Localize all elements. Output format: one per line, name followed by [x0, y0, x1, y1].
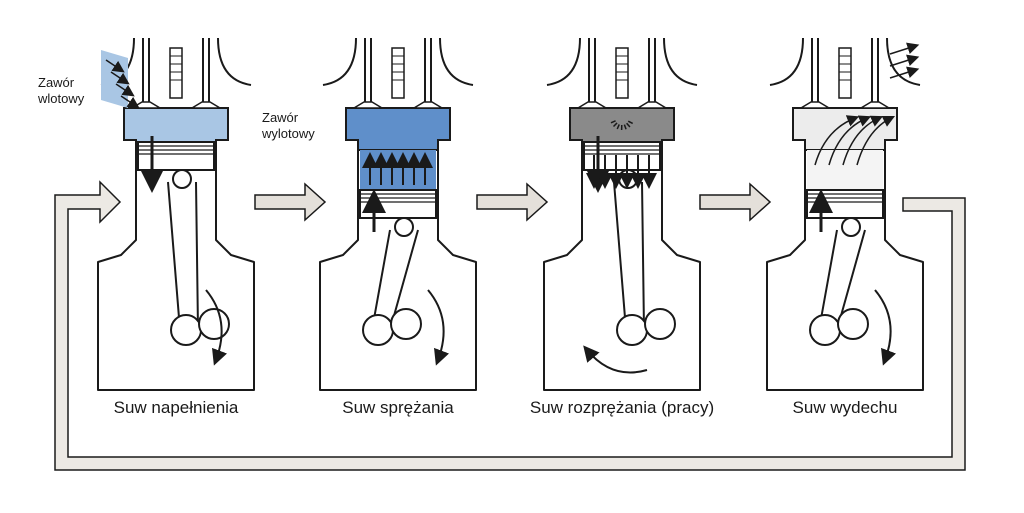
engine-stage-2 [319, 37, 477, 391]
crank-journal [616, 314, 648, 346]
piston-pin [841, 217, 861, 237]
exhaust-port [886, 37, 921, 86]
spark-burst [612, 122, 618, 128]
intake-valve-label: Zawór wlotowy [38, 75, 85, 106]
intake-valve [351, 101, 385, 109]
exhaust-flow-arrow [842, 115, 884, 166]
intake-port [546, 37, 581, 86]
exhaust-out-arrow [889, 42, 920, 55]
engine-stage-4 [766, 37, 924, 391]
intake-flow-region [101, 50, 128, 108]
intake-port [322, 37, 357, 86]
spark-plug [838, 47, 852, 99]
stroke-caption-compression: Suw sprężania [342, 398, 454, 417]
exhaust-flow-arrow [856, 115, 896, 166]
exhaust-flow-arrow [828, 115, 872, 166]
intake-flow-arrow [120, 95, 140, 109]
crank-journal [644, 308, 676, 340]
intake-port [769, 37, 804, 86]
crank-rotation-arrow [427, 289, 449, 366]
spark-burst [610, 120, 616, 124]
exhaust-port [217, 37, 252, 86]
crank-journal [390, 308, 422, 340]
exhaust-out-arrow [889, 66, 920, 79]
spark-plug [169, 47, 183, 99]
exhaust-port [439, 37, 474, 86]
spark-plug [615, 47, 629, 99]
engine-stage-1 [97, 37, 255, 391]
stroke-caption-exhaust: Suw wydechu [792, 398, 898, 417]
intake-flow-arrow [110, 71, 130, 85]
spark-burst [626, 122, 631, 128]
stage-transition-arrow [254, 182, 327, 222]
exhaust-valve [635, 101, 669, 109]
stage-transition-arrow [476, 182, 549, 222]
exhaust-valve-label: Zawór wylotowy [262, 110, 315, 141]
intake-flow-arrow [115, 83, 135, 97]
crank-journal [362, 314, 394, 346]
crank-rotation-arrow [583, 345, 648, 374]
spark-plug [391, 47, 405, 99]
combustion-chamber [345, 107, 451, 151]
crank-rotation-arrow [205, 289, 227, 366]
stroke-caption-power: Suw rozprężania (pracy) [529, 398, 715, 417]
engine-stage-3 [543, 37, 701, 391]
spark-burst [616, 124, 620, 130]
crank-journal [198, 308, 230, 340]
exhaust-out-arrow [889, 54, 920, 67]
crank-journal [170, 314, 202, 346]
crank-journal [837, 308, 869, 340]
stage-transition-arrow [699, 182, 772, 222]
intake-valve [798, 101, 832, 109]
intake-flow-arrow [105, 59, 125, 73]
exhaust-port [663, 37, 698, 86]
spark-burst [627, 120, 634, 125]
cycle-return-loop [54, 180, 966, 471]
exhaust-valve [858, 101, 892, 109]
combustion-chamber [792, 107, 898, 151]
exhaust-valve [189, 101, 223, 109]
stroke-caption-intake: Suw napełnienia [113, 398, 239, 417]
exhaust-flow-arrow [814, 115, 860, 166]
spark-burst [623, 124, 627, 130]
piston-pin [172, 169, 192, 189]
crank-journal [809, 314, 841, 346]
exhaust-valve [411, 101, 445, 109]
piston-pin [394, 217, 414, 237]
crank-rotation-arrow [874, 289, 896, 366]
intake-valve [575, 101, 609, 109]
intake-valve [129, 101, 163, 109]
